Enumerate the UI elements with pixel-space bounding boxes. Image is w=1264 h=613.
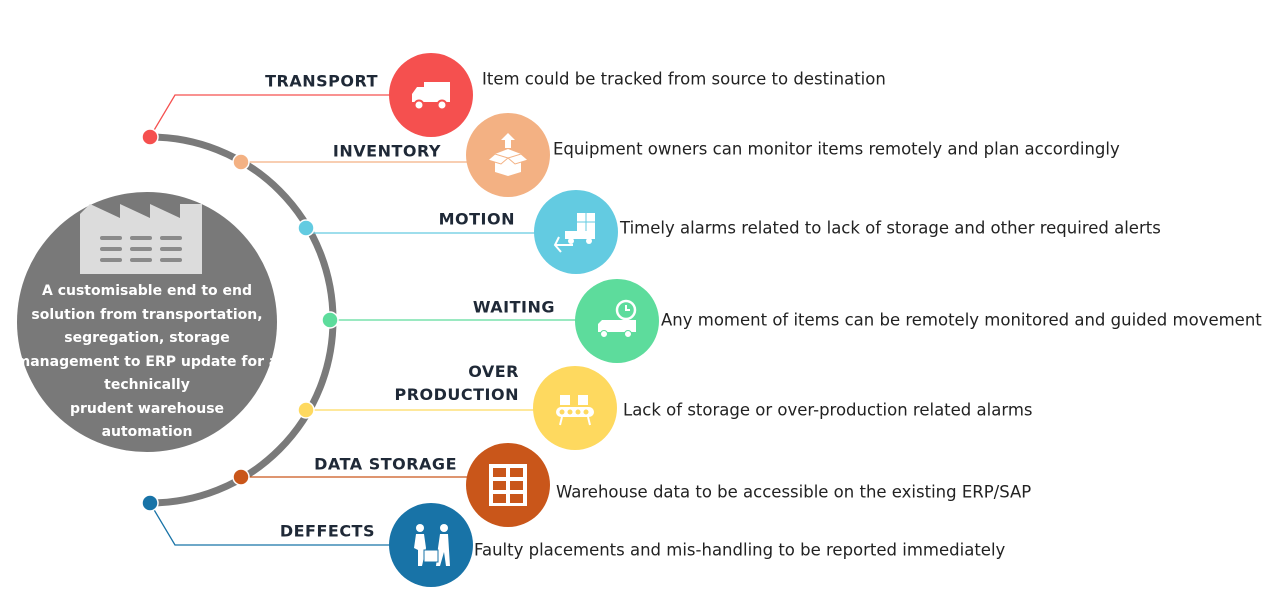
item-description: Any moment of items can be remotely moni… bbox=[661, 310, 1262, 330]
item-label: OVER PRODUCTION bbox=[394, 362, 519, 404]
item-description: Equipment owners can monitor items remot… bbox=[553, 139, 1120, 159]
item-description: Warehouse data to be accessible on the e… bbox=[556, 482, 1032, 502]
hub-description: A customisable end to end solution from … bbox=[15, 283, 279, 440]
item-badge bbox=[389, 503, 473, 587]
timeline-dot bbox=[232, 468, 250, 486]
timeline-dot bbox=[297, 219, 315, 237]
item-description: Item could be tracked from source to des… bbox=[482, 69, 886, 89]
conveyor-icon bbox=[556, 395, 594, 426]
timeline-dot bbox=[321, 311, 339, 329]
item-description: Lack of storage or over-production relat… bbox=[623, 400, 1033, 420]
workers-icon bbox=[414, 524, 450, 566]
shelves-icon bbox=[489, 464, 527, 506]
item-badge bbox=[533, 366, 617, 450]
item-description: Timely alarms related to lack of storage… bbox=[620, 218, 1161, 238]
timeline-dot bbox=[141, 128, 159, 146]
connector-line bbox=[149, 94, 431, 138]
item-badge bbox=[575, 279, 659, 363]
item-badge bbox=[466, 443, 550, 527]
connector-line bbox=[149, 502, 431, 546]
item-badge bbox=[466, 113, 550, 197]
open-box-icon bbox=[486, 133, 530, 176]
item-description: Faulty placements and mis-handling to be… bbox=[474, 540, 1006, 560]
item-label: MOTION bbox=[438, 209, 515, 229]
item-label: TRANSPORT bbox=[265, 71, 378, 91]
factory-icon bbox=[80, 204, 202, 274]
item-label: DATA STORAGE bbox=[314, 454, 457, 474]
truck-timer-icon bbox=[598, 299, 637, 338]
truck-icon bbox=[412, 82, 450, 111]
timeline-dot bbox=[141, 494, 159, 512]
hub-circle: A customisable end to end solution from … bbox=[16, 192, 278, 452]
moving-truck-icon bbox=[553, 213, 595, 253]
item-badge bbox=[389, 53, 473, 137]
item-badge bbox=[534, 190, 618, 274]
timeline-dot bbox=[232, 153, 250, 171]
item-label: DEFFECTS bbox=[279, 521, 375, 541]
item-label: INVENTORY bbox=[332, 141, 441, 161]
timeline-dot bbox=[297, 401, 315, 419]
item-label: WAITING bbox=[472, 297, 555, 317]
